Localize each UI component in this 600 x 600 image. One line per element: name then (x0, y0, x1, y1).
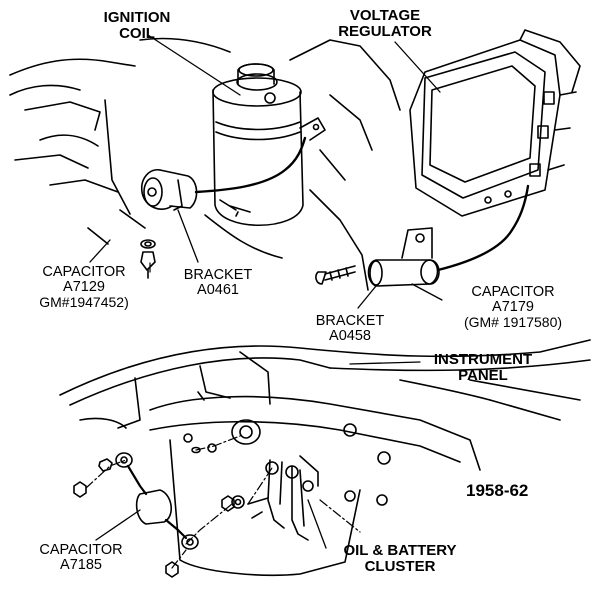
bolt-a7179 (315, 265, 356, 285)
capacitor-a7129-label: CAPACITOR A7129 GM#1947452) (39, 264, 129, 311)
engine-background-sketch (9, 37, 401, 291)
voltage-regulator-drawing (409, 29, 581, 217)
instrument-panel-label: INSTRUMENT PANEL (433, 351, 533, 384)
capacitor-a7129-drawing (140, 136, 307, 211)
nuts-and-washers (73, 446, 235, 578)
bolt-a7129 (140, 239, 156, 279)
capacitor-a7185-drawing (115, 452, 199, 550)
year-range-label: 1958-62 (466, 481, 529, 500)
instrument-panel-drawing (59, 339, 591, 576)
bracket-a0461-label: BRACKET A0461 (183, 267, 253, 299)
ignition-coil-drawing (212, 63, 326, 227)
bracket-a0458-label: BRACKET A0458 (315, 313, 385, 345)
ignition-coil-label: IGNITION COIL (103, 9, 171, 42)
oil-battery-cluster-drawing (231, 455, 319, 541)
capacitor-a7179-drawing (367, 184, 530, 287)
capacitor-a7179-label: CAPACITOR A7179 (GM# 1917580) (463, 284, 563, 331)
voltage-regulator-label: VOLTAGE REGULATOR (338, 7, 432, 40)
oil-battery-cluster-label: OIL & BATTERY CLUSTER (343, 542, 457, 575)
capacitor-a7185-label: CAPACITOR A7185 (39, 542, 123, 574)
